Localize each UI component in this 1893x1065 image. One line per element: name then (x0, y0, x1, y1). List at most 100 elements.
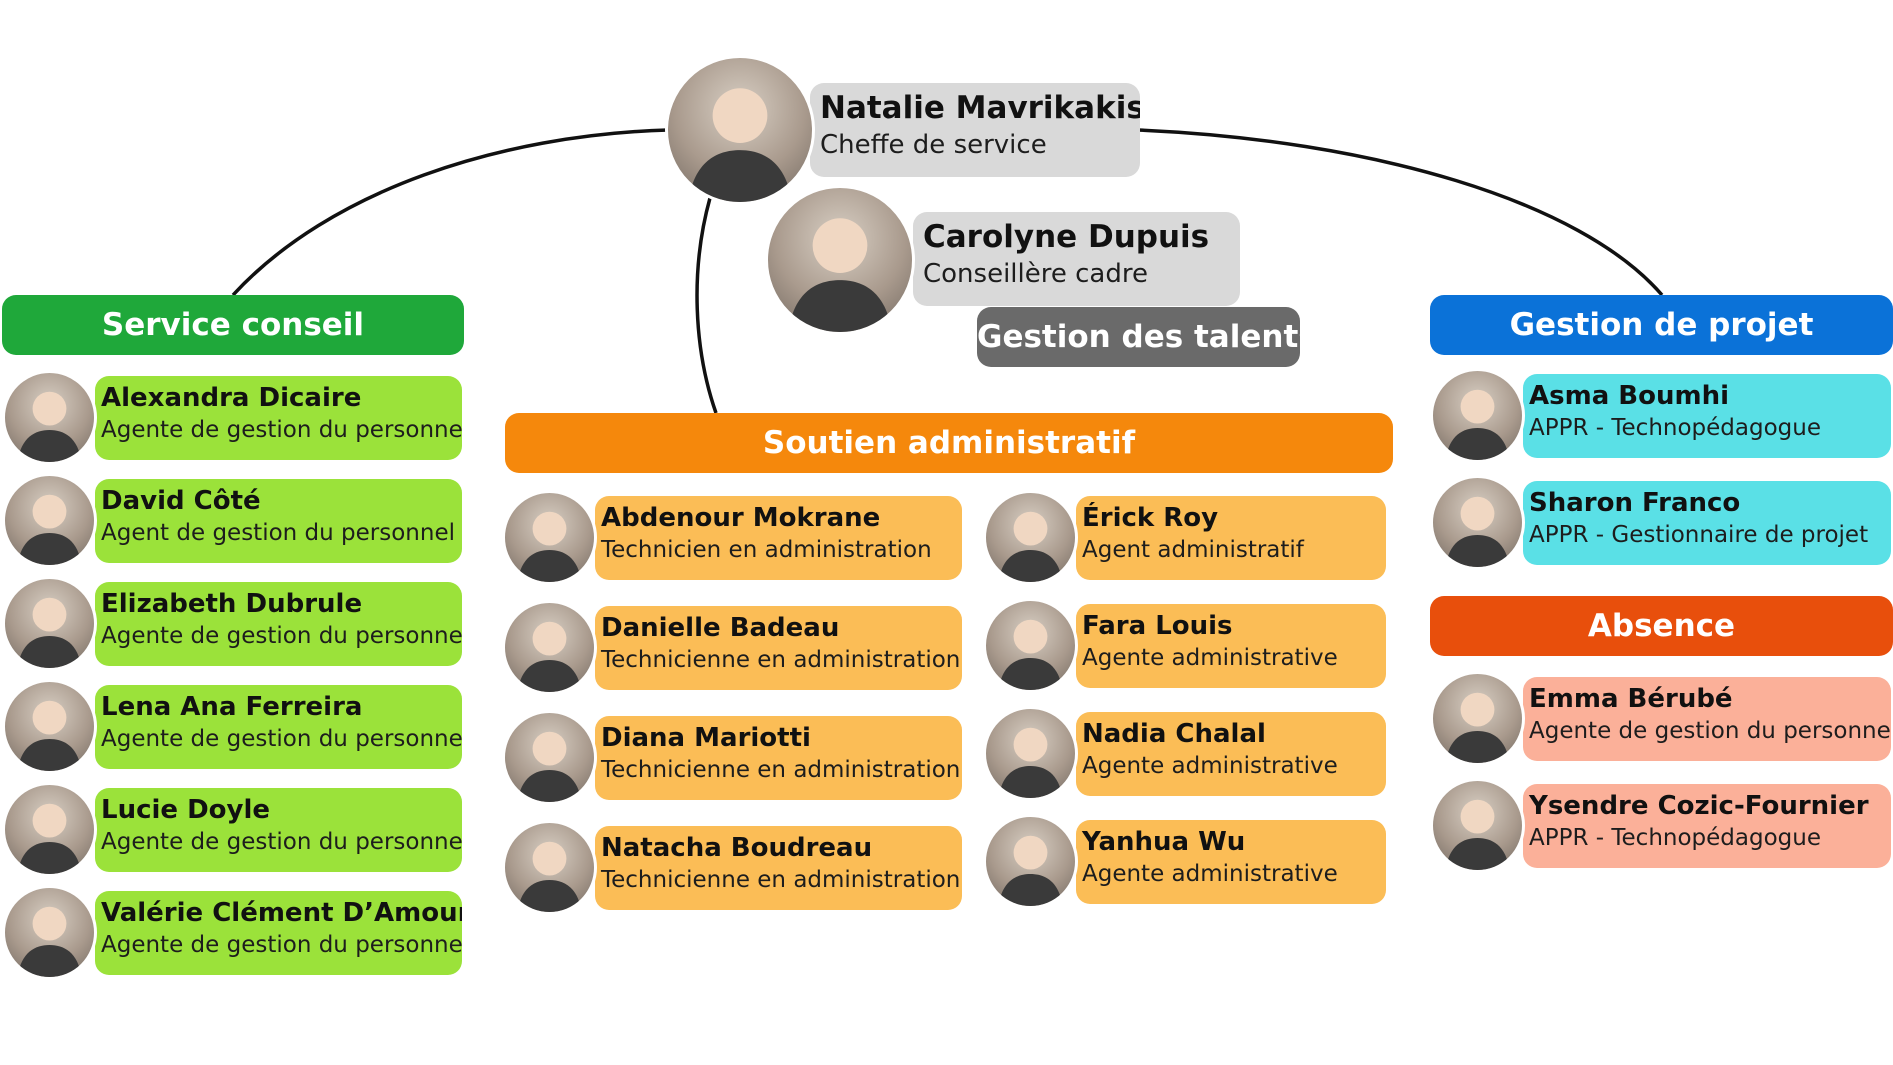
person-name: Emma Bérubé (1529, 684, 1733, 714)
person-role: APPR - Technopédagogue (1529, 824, 1821, 851)
avatar (1430, 671, 1525, 766)
person-silhouette-icon (1445, 692, 1510, 763)
avatar (502, 600, 597, 695)
person-name: Nadia Chalal (1082, 719, 1266, 749)
person-name: Carolyne Dupuis (923, 219, 1210, 255)
person-silhouette-icon (517, 841, 582, 912)
person-role: Technicienne en administration (601, 756, 961, 783)
person-name: Elizabeth Dubrule (101, 589, 363, 619)
person-natalie-mavrikakis: Natalie Mavrikakis Cheffe de service (665, 55, 1140, 205)
person-silhouette-icon (17, 700, 82, 771)
person-silhouette-icon (517, 731, 582, 802)
connector-gestion-projet (1137, 128, 1664, 297)
person-role: Agente de gestion du personnel (101, 725, 462, 752)
person-silhouette-icon (17, 906, 82, 977)
person-name: Asma Boumhi (1529, 381, 1729, 411)
avatar (2, 576, 97, 671)
dept-header-gestion-projet: Gestion de projet (1430, 295, 1893, 355)
avatar (2, 679, 97, 774)
person-silhouette-icon (17, 494, 82, 565)
person-name: Abdenour Mokrane (601, 503, 881, 533)
person-role: Agente administrative (1082, 644, 1338, 671)
person-card: Carolyne Dupuis Conseillère cadre (913, 212, 1240, 306)
avatar (2, 370, 97, 465)
connector-service-conseil (231, 128, 669, 297)
person-silhouette-icon (1445, 799, 1510, 870)
avatar (1430, 778, 1525, 873)
person-silhouette-icon (517, 511, 582, 582)
dept-header-soutien-administratif: Soutien administratif (505, 413, 1393, 473)
person-role: Agent de gestion du personnel (101, 519, 455, 546)
person-role: Cheffe de service (820, 129, 1047, 160)
person-carolyne-dupuis: Carolyne Dupuis Conseillère cadre (765, 185, 1240, 335)
person-role: Agente de gestion du personnel (101, 828, 462, 855)
person-role: Agente de gestion du personnel (101, 931, 462, 958)
avatar (1430, 368, 1525, 463)
avatar (1430, 475, 1525, 570)
person-role: Technicienne en administration (601, 866, 961, 893)
person-role: APPR - Technopédagogue (1529, 414, 1821, 441)
avatar (983, 814, 1078, 909)
person-role: Agente de gestion du personnel (101, 622, 462, 649)
person-name: Sharon Franco (1529, 488, 1741, 518)
person-name: Érick Roy (1082, 503, 1219, 533)
person-silhouette-icon (1445, 389, 1510, 460)
avatar (2, 782, 97, 877)
person-silhouette-icon (17, 803, 82, 874)
person-card: Natalie Mavrikakis Cheffe de service (810, 83, 1140, 177)
person-silhouette-icon (998, 619, 1063, 690)
avatar (983, 598, 1078, 693)
person-role: APPR - Gestionnaire de projet (1529, 521, 1869, 548)
avatar (502, 820, 597, 915)
person-role: Agente administrative (1082, 752, 1338, 779)
avatar (665, 55, 815, 205)
person-name: Natacha Boudreau (601, 833, 873, 863)
person-name: Diana Mariotti (601, 723, 811, 753)
person-role: Agente de gestion du personnel (101, 416, 462, 443)
avatar (983, 490, 1078, 585)
person-silhouette-icon (17, 391, 82, 462)
person-silhouette-icon (688, 88, 792, 202)
avatar (765, 185, 915, 335)
person-name: Valérie Clément D’Amours (101, 898, 462, 928)
avatar (502, 710, 597, 805)
avatar (502, 490, 597, 585)
person-role: Agente de gestion du personnel (1529, 717, 1891, 744)
person-silhouette-icon (788, 218, 892, 332)
person-name: Alexandra Dicaire (101, 383, 362, 413)
dept-header-service-conseil: Service conseil (2, 295, 464, 355)
dept-header-absence: Absence (1430, 596, 1893, 656)
